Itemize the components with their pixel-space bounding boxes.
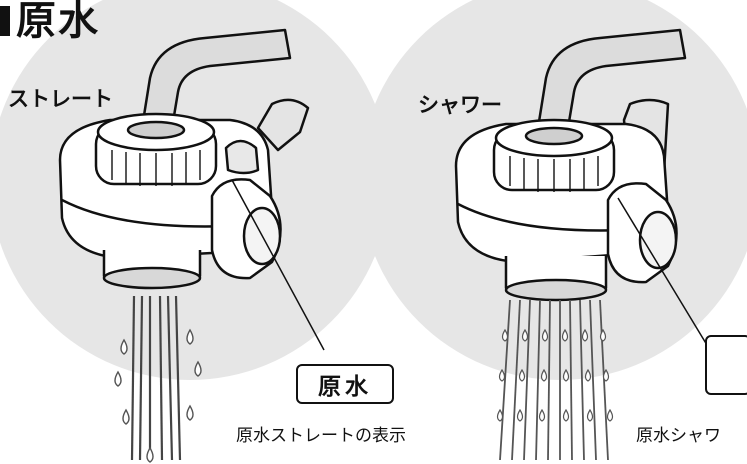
water-stream-shower — [499, 299, 609, 461]
water-droplets-shower — [496, 328, 614, 422]
caption-shower: 原水シャワ — [636, 426, 721, 446]
leader-line-straight — [231, 179, 325, 351]
mode-label-straight: ストレート — [8, 87, 113, 111]
display-badge-straight: 原水 — [296, 364, 394, 404]
mode-label-shower: シャワー — [418, 93, 502, 117]
title-marker — [0, 6, 10, 36]
leader-line-shower — [617, 197, 711, 351]
water-stream-straight — [130, 295, 182, 461]
display-badge-shower — [705, 335, 747, 395]
page-title: 原水 — [16, 0, 100, 44]
faucet-shower — [454, 28, 687, 302]
faucet-straight — [58, 28, 310, 290]
water-droplets-straight — [114, 328, 202, 463]
caption-straight: 原水ストレートの表示 — [236, 426, 406, 446]
